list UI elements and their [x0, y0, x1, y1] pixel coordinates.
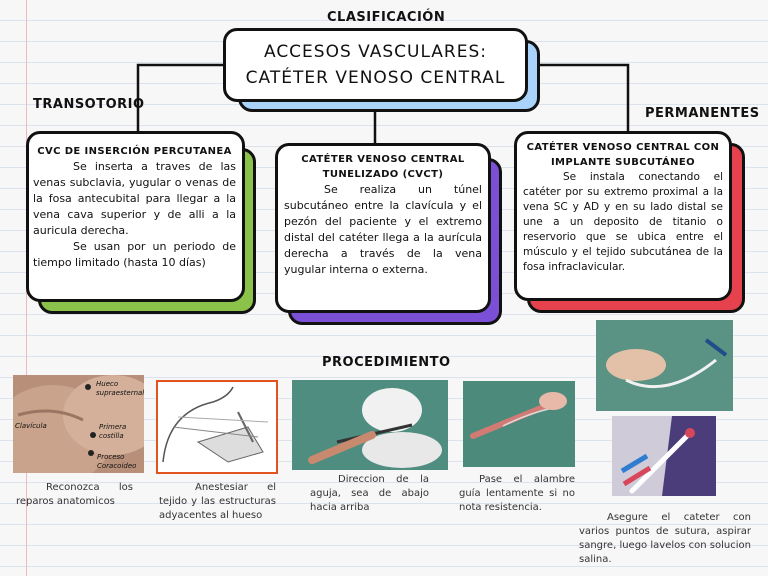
caption-anatomy: Reconozca los reparos anatomicos	[16, 482, 133, 507]
card-percutaneous: CVC de inserción percutanea Se inserta a…	[26, 131, 245, 302]
anatomy-label-coracoid: Proceso Coracoideo	[97, 453, 137, 470]
card-percutaneous-paragraph-2: Se usan por un periodo de tiempo limitad…	[33, 240, 236, 269]
anatomy-photo: Hueco supraesternal Clavícula Primera co…	[13, 375, 144, 473]
caption-anesthesia: Anestesiar el tejido y las estructuras a…	[159, 482, 276, 521]
card-tunneled-paragraph-1: Se realiza un túnel subcutáneo entre la …	[284, 183, 482, 276]
caption-guidewire: Pase el alambre guía lentamente si no no…	[459, 474, 575, 513]
card-percutaneous-title: CVC de inserción percutanea	[37, 146, 232, 157]
connector-right	[528, 63, 630, 140]
card-implanted-paragraph-1: Se instala conectando el catéter por su …	[523, 171, 723, 273]
heading-classification: CLASIFICACIÓN	[327, 10, 446, 25]
anesthesia-sketch	[156, 380, 278, 474]
anatomy-label-clavicle: Clavícula	[15, 422, 47, 430]
catheter-hubs-photo	[612, 416, 716, 496]
card-tunneled-body: Se realiza un túnel subcutáneo entre la …	[284, 182, 482, 278]
card-implanted-title: Catéter venoso central con implante subc…	[526, 142, 720, 168]
anatomy-label-first-rib: Primera costilla	[99, 423, 127, 440]
connector-left	[136, 63, 225, 135]
catheter-hand-photo	[596, 320, 733, 411]
heading-temporary: TRANSOTORIO	[33, 97, 145, 112]
caption-needle-direction: Direccion de la aguja, sea de abajo haci…	[310, 474, 429, 513]
card-tunneled: Catéter venoso central tunelizado (CVCT)…	[275, 143, 491, 313]
heading-permanent: PERMANENTES	[645, 106, 760, 121]
main-card: ACCESOS VASCULARES: CATÉTER VENOSO CENTR…	[223, 28, 528, 102]
caption-secure-catheter: Asegure el cateter con varios puntos de …	[579, 512, 751, 565]
card-percutaneous-paragraph-1: Se inserta a traves de las venas subclav…	[33, 160, 236, 237]
main-card-title-line2: CATÉTER VENOSO CENTRAL	[245, 68, 506, 88]
needle-direction-photo	[292, 380, 448, 470]
card-percutaneous-body: Se inserta a traves de las venas subclav…	[33, 159, 236, 271]
anatomy-label-suprasternal: Hueco supraesternal	[96, 380, 144, 397]
card-implanted: Catéter venoso central con implante subc…	[514, 131, 732, 301]
card-tunneled-title: Catéter venoso central tunelizado (CVCT)	[301, 154, 465, 180]
card-implanted-body: Se instala conectando el catéter por su …	[523, 170, 723, 275]
main-card-title-line1: ACCESOS VASCULARES:	[263, 42, 488, 62]
guidewire-photo	[463, 381, 575, 467]
heading-procedure: PROCEDIMIENTO	[322, 355, 451, 370]
